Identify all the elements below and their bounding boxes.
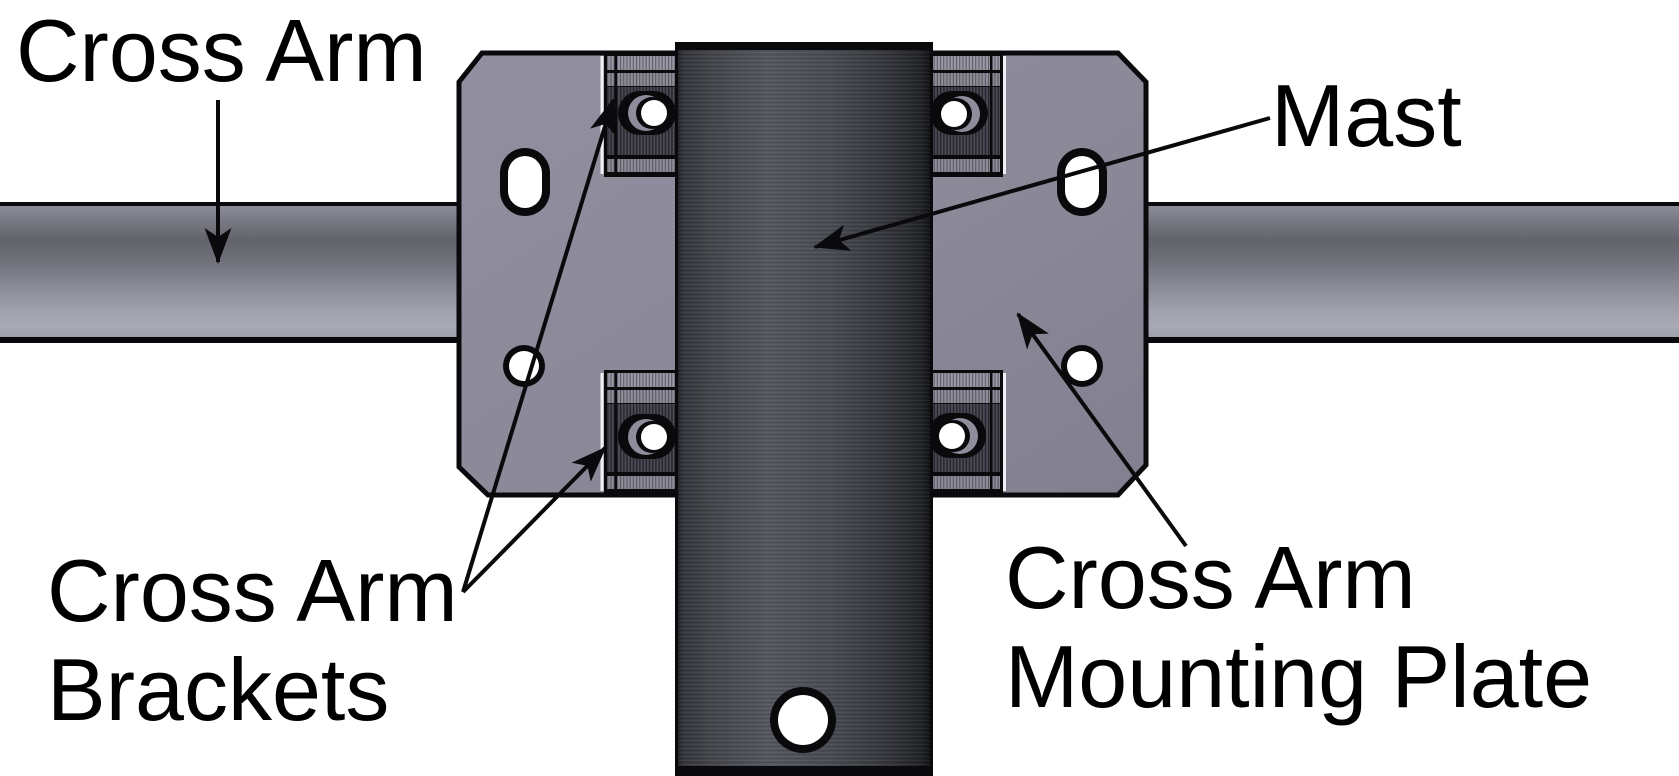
label-cross-arm: Cross Arm: [16, 1, 427, 100]
bracket-edge-highlight: [600, 56, 604, 174]
mast-top-edge: [675, 42, 933, 50]
mast-left-edge: [675, 42, 678, 776]
label-mast: Mast: [1271, 66, 1462, 165]
mast: [675, 42, 933, 776]
bracket-bolt-bottom-left: [618, 414, 676, 459]
brackets-leader-arrow-lower: [461, 446, 607, 594]
label-mast-text: Mast: [1271, 66, 1462, 165]
mast-bottom-edge: [675, 766, 933, 776]
bracket-bolt-top-right: [930, 91, 988, 135]
label-cross-arm-mounting-plate: Cross Arm Mounting Plate: [1005, 528, 1592, 726]
bracket-edge-highlight: [600, 373, 604, 491]
callout-leaders: [204, 98, 1271, 594]
plate-round-hole-bottom-left: [503, 345, 545, 387]
mast-right-edge: [930, 42, 933, 776]
label-cross-arm-brackets-line2: Brackets: [47, 640, 390, 739]
label-cross-arm-mounting-plate-line1: Cross Arm: [1005, 528, 1416, 627]
label-cross-arm-brackets-line1: Cross Arm: [47, 541, 458, 640]
brackets-leader-arrow-upper: [461, 98, 616, 593]
bracket-edge-highlight: [1003, 56, 1006, 174]
label-cross-arm-text: Cross Arm: [16, 1, 427, 100]
mast-leader-arrow: [813, 116, 1271, 251]
bracket-bolt-bottom-right: [928, 413, 986, 458]
mast-brushed-texture: [675, 42, 933, 776]
mast-hole: [770, 687, 836, 753]
bracket-bolt-top-left: [618, 91, 676, 135]
bracket-edge-highlight: [1003, 373, 1006, 491]
plate-slot-hole-top-left: [500, 148, 550, 216]
plate-slot-hole-top-right: [1057, 148, 1107, 216]
mounting-plate-leader-arrow: [1016, 312, 1188, 548]
plate-round-hole-bottom-right: [1061, 345, 1103, 387]
label-cross-arm-mounting-plate-line2: Mounting Plate: [1005, 627, 1593, 726]
label-cross-arm-brackets: Cross Arm Brackets: [47, 541, 458, 739]
